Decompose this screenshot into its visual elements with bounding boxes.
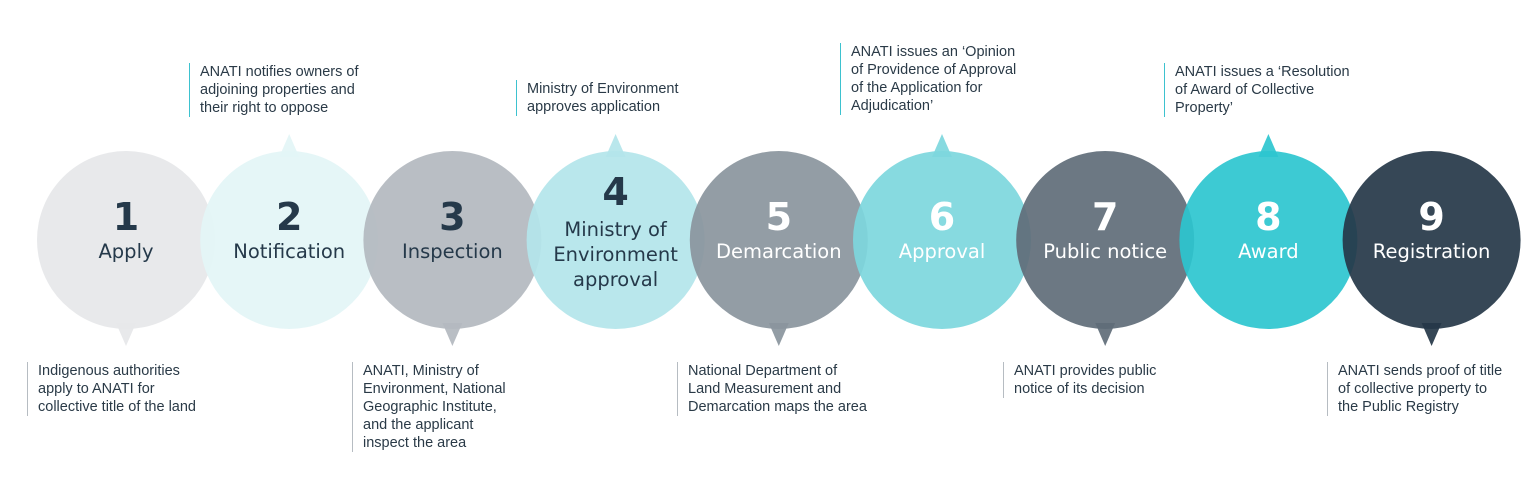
step-1-note: Indigenous authorities apply to ANATI fo…	[27, 362, 196, 416]
step-label: Demarcation	[716, 240, 842, 263]
step-label: Approval	[899, 240, 986, 263]
step-number: 6	[929, 195, 955, 239]
step-3-note: ANATI, Ministry of Environment, National…	[352, 362, 506, 452]
step-label: Environment	[553, 243, 678, 266]
step-4-note: Ministry of Environment approves applica…	[516, 80, 679, 116]
step-circle	[853, 151, 1031, 329]
step-label: Registration	[1373, 240, 1491, 263]
step-number: 7	[1092, 195, 1118, 239]
step-8-note: ANATI issues a ‘Resolution of Award of C…	[1164, 63, 1350, 117]
step-6-note: ANATI issues an ‘Opinion of Providence o…	[840, 43, 1016, 115]
step-circle	[689, 151, 868, 329]
step-number: 9	[1418, 195, 1444, 239]
step-label: Ministry of	[564, 218, 668, 241]
step-number: 2	[276, 195, 302, 239]
step-5-note: National Department of Land Measurement …	[677, 362, 867, 416]
step-circle	[1016, 151, 1195, 329]
step-number: 5	[766, 195, 792, 239]
step-circle	[1179, 151, 1358, 329]
step-circle	[37, 151, 215, 329]
step-2-note: ANATI notifies owners of adjoining prope…	[189, 63, 359, 117]
step-label: approval	[573, 268, 658, 291]
step-number: 1	[113, 195, 139, 239]
step-circle	[1342, 151, 1521, 329]
step-circle	[526, 151, 705, 329]
step-9-note: ANATI sends proof of title of collective…	[1327, 362, 1502, 416]
step-number: 4	[602, 170, 628, 214]
step-label: Notification	[233, 240, 345, 263]
step-label: Award	[1238, 240, 1299, 263]
step-label: Inspection	[402, 240, 503, 263]
step-label: Apply	[98, 240, 153, 263]
step-number: 8	[1255, 195, 1281, 239]
step-label: Public notice	[1043, 240, 1167, 263]
step-7-note: ANATI provides public notice of its deci…	[1003, 362, 1156, 398]
step-circle	[363, 151, 542, 329]
step-number: 3	[439, 195, 465, 239]
step-circle	[200, 151, 379, 329]
